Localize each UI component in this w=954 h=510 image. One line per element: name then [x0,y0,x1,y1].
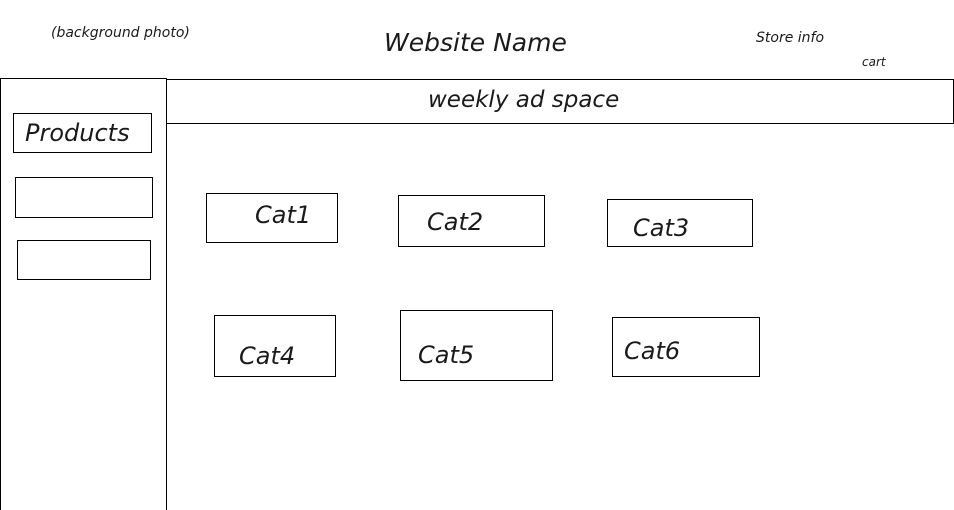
background-photo-note: (background photo) [51,25,190,41]
site-name[interactable]: Website Name [384,28,567,57]
sidebar-item-placeholder[interactable] [15,177,153,218]
category-label: Cat1 [255,201,312,229]
category-tile-cat5[interactable]: Cat5 [400,310,553,381]
sidebar-item-placeholder[interactable] [17,240,151,280]
weekly-ad-banner[interactable] [166,79,954,124]
cart-link[interactable]: cart [862,55,886,69]
category-tile-cat2[interactable]: Cat2 [398,195,545,247]
sidebar-left-border [0,78,1,510]
store-info-link[interactable]: Store info [756,30,825,46]
category-label: Cat6 [624,337,681,365]
category-tile-cat1[interactable]: Cat1 [206,193,338,243]
category-label: Cat2 [427,208,484,236]
category-tile-cat6[interactable]: Cat6 [612,317,760,377]
sidebar-item-products[interactable]: Products [13,113,152,153]
category-tile-cat3[interactable]: Cat3 [607,199,753,247]
header-divider [0,78,166,79]
sidebar-divider [166,78,167,510]
category-label: Cat5 [418,341,475,369]
category-tile-cat4[interactable]: Cat4 [214,315,336,377]
sidebar-item-label: Products [25,119,130,147]
category-label: Cat3 [633,214,690,242]
category-label: Cat4 [239,342,296,370]
weekly-ad-label: weekly ad space [428,87,620,113]
